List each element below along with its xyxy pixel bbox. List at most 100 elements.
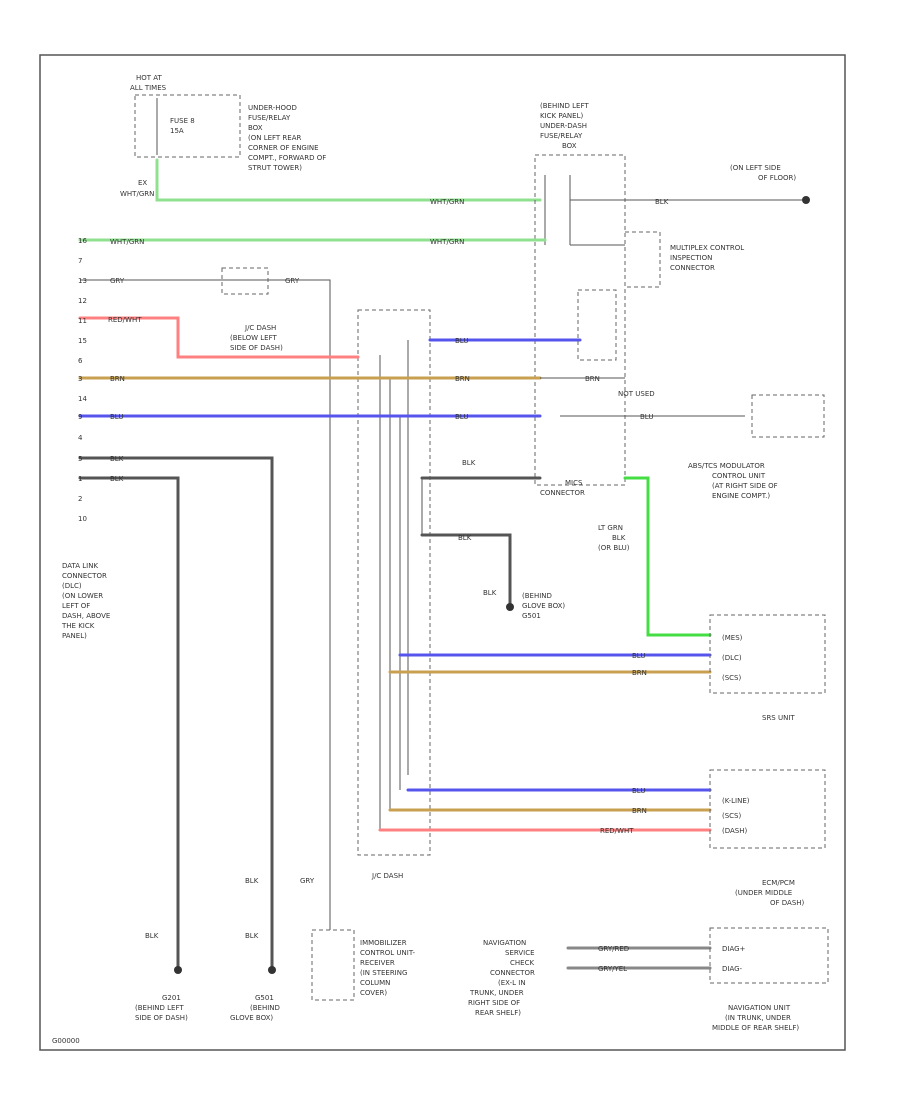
svg-text:(IN STEERING: (IN STEERING [360,969,407,977]
svg-text:(AT RIGHT SIDE OF: (AT RIGHT SIDE OF [712,482,778,490]
svg-text:MICS: MICS [565,479,583,487]
svg-text:OF DASH): OF DASH) [770,899,805,907]
svg-text:NAVIGATION: NAVIGATION [483,939,526,947]
g501-ground-symbol [506,603,514,611]
dlc-abs-connector [751,394,825,438]
svg-text:4: 4 [78,434,83,442]
wire-blk-g501 [78,456,274,970]
blk-label-g501-inner: BLK [458,534,472,542]
multiplex-connector-label: MULTIPLEX CONTROL INSPECTION CONNECTOR [670,244,744,272]
nav-pins: DIAG+ DIAG- [722,945,746,973]
svg-text:IMMOBILIZER: IMMOBILIZER [360,939,407,947]
floor-ground-symbol [802,196,810,204]
gry-yel-label: GRY/YEL [598,965,627,973]
immobilizer-box [311,929,355,1001]
multiplex-connector-body [624,231,661,288]
g501-bottom-label: G501 (BEHIND GLOVE BOX) [230,994,280,1022]
all-times-label: ALL TIMES [130,84,167,92]
ecm-pcm-label: ECM/PCM (UNDER MIDDLE OF DASH) [735,879,805,907]
svg-text:SIDE OF DASH): SIDE OF DASH) [135,1014,188,1022]
svg-text:RECEIVER: RECEIVER [360,959,395,967]
svg-text:G501: G501 [522,612,541,620]
ex-label: EX [138,179,147,187]
red-wht-label-ecm: RED/WHT [600,827,634,835]
svg-text:THE KICK: THE KICK [61,622,95,630]
svg-text:CONNECTOR: CONNECTOR [62,572,107,580]
svg-text:ENGINE COMPT.): ENGINE COMPT.) [712,492,770,500]
svg-text:(DLC): (DLC) [722,654,742,662]
mics-connector-label: MICS CONNECTOR [540,479,585,497]
ecm-pcm-box [709,769,826,849]
svg-text:DIAG+: DIAG+ [722,945,746,953]
svg-text:TRUNK, UNDER: TRUNK, UNDER [469,989,524,997]
dlc-pin-numbers: 16 7 13 12 11 15 6 3 14 9 4 5 1 2 10 [78,237,87,523]
immobilizer-label: IMMOBILIZER CONTROL UNIT- RECEIVER (IN S… [360,939,415,997]
mics-relay-box [577,289,617,361]
under-dash-fuse-relay-box [534,154,626,486]
underhood-fuse-box [134,94,241,158]
svg-text:(ON LOWER: (ON LOWER [62,592,103,600]
svg-text:(ON LEFT SIDE: (ON LEFT SIDE [730,164,781,172]
svg-text:G201: G201 [162,994,181,1002]
brn-label-dlc: BRN [110,375,125,383]
svg-text:LEFT OF: LEFT OF [62,602,90,610]
svg-text:COVER): COVER) [360,989,387,997]
svg-text:COMPT., FORWARD OF: COMPT., FORWARD OF [248,154,326,162]
svg-text:(BEHIND: (BEHIND [250,1004,280,1012]
srs-unit-box [709,614,826,694]
svg-text:11: 11 [78,317,87,325]
blk-label-floor: BLK [655,198,669,206]
svg-text:FUSE/RELAY: FUSE/RELAY [540,132,583,140]
wht-grn-label-dlc: WHT/GRN [110,238,144,246]
gry-label-right: GRY [285,277,300,285]
wire-wht-grn-fuse [155,158,542,202]
svg-text:UNDER-HOOD: UNDER-HOOD [248,104,297,112]
svg-text:UNDER-DASH: UNDER-DASH [540,122,587,130]
abs-unit-label: ABS/TCS MODULATOR CONTROL UNIT (AT RIGHT… [688,462,778,500]
blk-label-2: BLK [110,475,124,483]
svg-text:J/C DASH: J/C DASH [244,324,276,332]
svg-text:KICK PANEL): KICK PANEL) [540,112,583,120]
gry-label-lower: GRY [300,877,315,885]
svg-text:PANEL): PANEL) [62,632,87,640]
svg-text:(DASH): (DASH) [722,827,747,835]
svg-text:CONNECTOR: CONNECTOR [540,489,585,497]
wht-grn-label-left: WHT/GRN [120,190,154,198]
svg-text:(BEHIND: (BEHIND [522,592,552,600]
nav-unit-box [709,927,829,984]
svg-text:RIGHT SIDE OF: RIGHT SIDE OF [468,999,520,1007]
svg-text:SERVICE: SERVICE [505,949,535,957]
fuse-number: FUSE 8 [170,117,195,125]
svg-text:(BEHIND LEFT: (BEHIND LEFT [135,1004,184,1012]
svg-text:G501: G501 [255,994,274,1002]
svg-text:(DLC): (DLC) [62,582,82,590]
svg-text:REAR SHELF): REAR SHELF) [475,1009,521,1017]
srs-unit-label: SRS UNIT [762,714,795,722]
floor-ground-label: (ON LEFT SIDE OF FLOOR) [730,164,796,182]
svg-text:GLOVE BOX): GLOVE BOX) [522,602,565,610]
diagram-frame [39,54,846,1051]
wire-gry-immobilizer [80,279,331,930]
wht-grn-label-dlc-right: WHT/GRN [430,238,464,246]
svg-text:(BELOW LEFT: (BELOW LEFT [230,334,277,342]
svg-text:GLOVE BOX): GLOVE BOX) [230,1014,273,1022]
wire-lt-grn-srs [623,476,712,637]
svg-text:CORNER OF ENGINE: CORNER OF ENGINE [248,144,319,152]
svg-text:CONNECTOR: CONNECTOR [490,969,535,977]
blu-label-jc: BLU [455,413,468,421]
fuse-amp: 15A [170,127,184,135]
svg-text:3: 3 [78,375,82,383]
svg-text:2: 2 [78,495,82,503]
blk-label-ltgrn: BLK [612,534,626,542]
svg-text:STRUT TOWER): STRUT TOWER) [248,164,302,172]
svg-text:15: 15 [78,337,87,345]
not-used-label: NOT USED [618,390,655,398]
svg-text:(BEHIND LEFT: (BEHIND LEFT [540,102,589,110]
svg-text:CONNECTOR: CONNECTOR [670,264,715,272]
blk-label-lower-2: BLK [245,932,259,940]
svg-text:OF FLOOR): OF FLOOR) [758,174,796,182]
svg-text:CONTROL UNIT: CONTROL UNIT [712,472,766,480]
dash-box-label: (BEHIND LEFT KICK PANEL) UNDER-DASH FUSE… [540,102,589,150]
svg-text:13: 13 [78,277,87,285]
svg-text:DASH, ABOVE: DASH, ABOVE [62,612,110,620]
